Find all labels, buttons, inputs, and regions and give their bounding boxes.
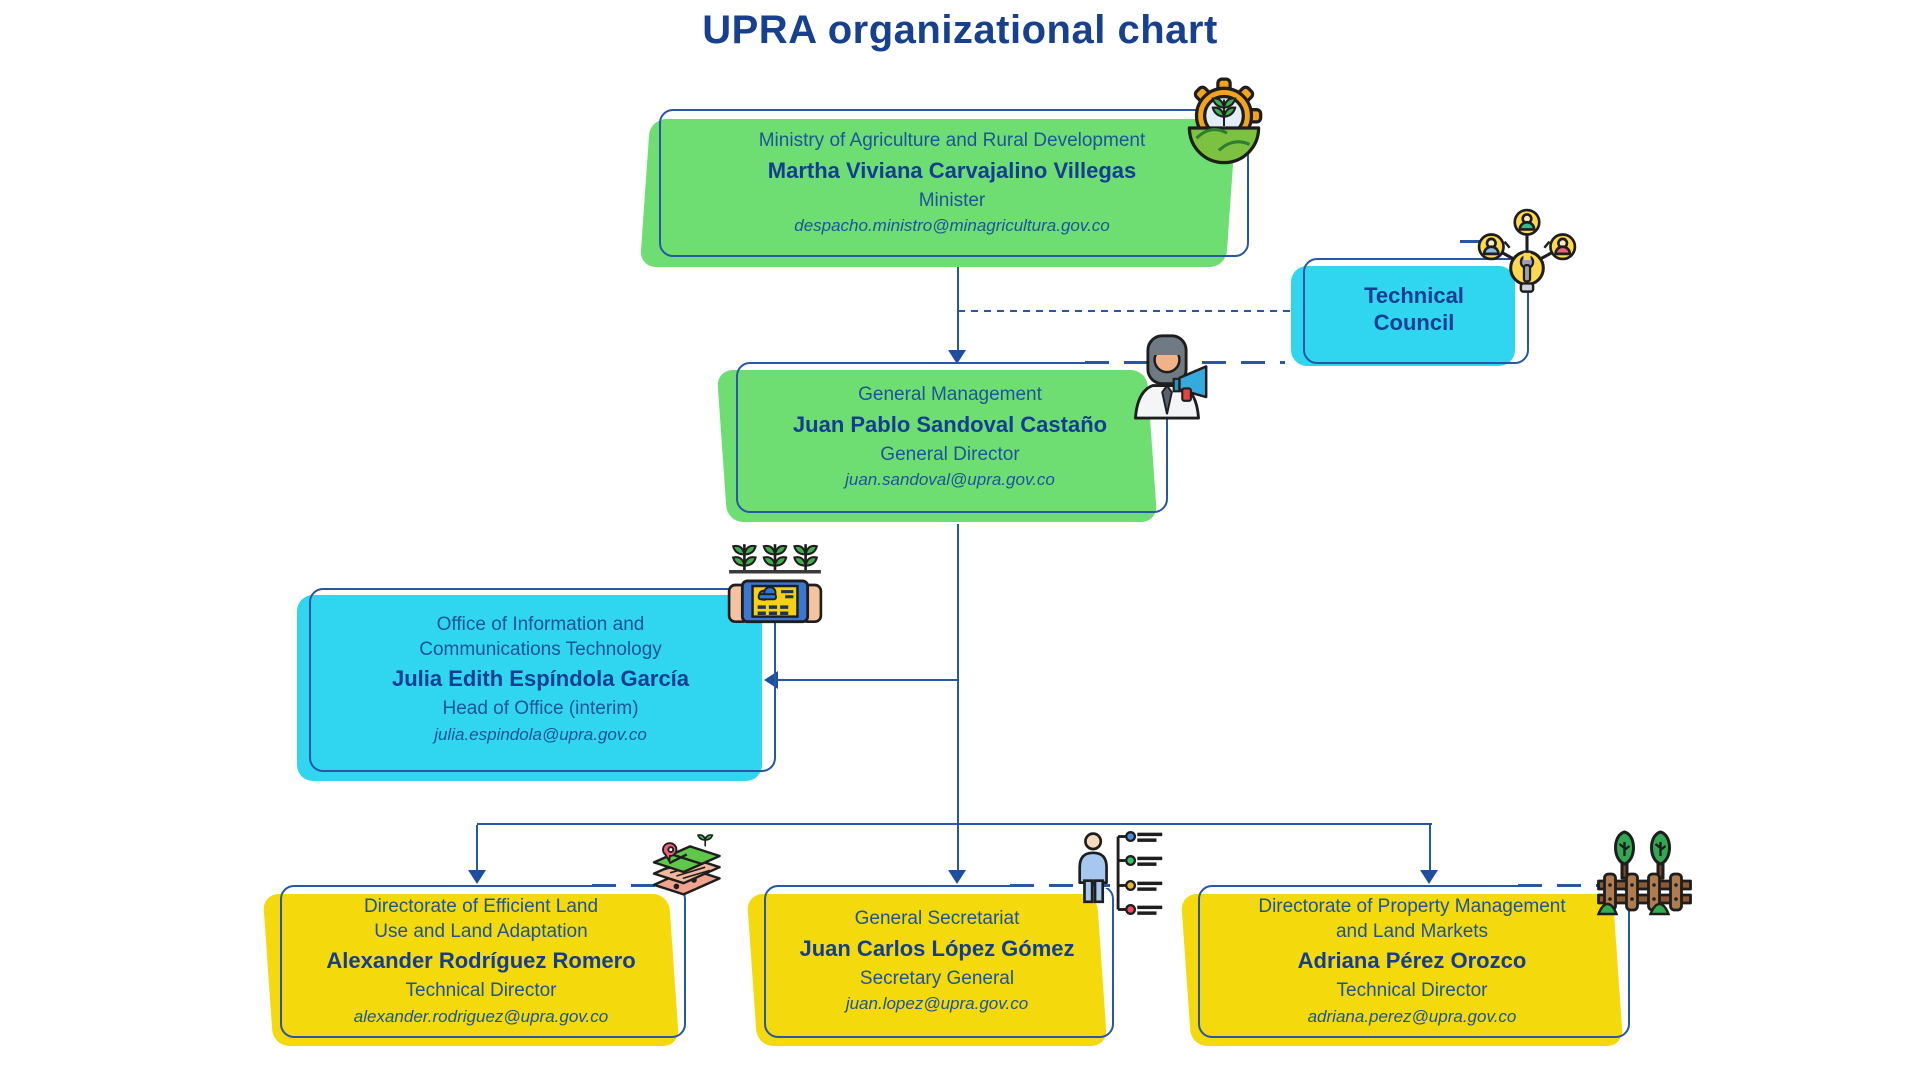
node-outline	[1303, 258, 1529, 364]
ministry-email: despacho.ministro@minagricultura.gov.co	[794, 216, 1110, 236]
arrowhead-right-box	[1420, 870, 1438, 884]
node-outline	[764, 885, 1114, 1038]
ict-email: julia.espindola@upra.gov.co	[434, 724, 647, 744]
person-tasks-icon	[1072, 824, 1168, 922]
technical-council-label: Technical Council	[1364, 282, 1464, 336]
dash-decor-secretariat	[1010, 884, 1110, 887]
connector-bottom-rail	[477, 823, 1432, 825]
ministry-name: Martha Viviana Carvajalino Villegas	[767, 158, 1137, 184]
secretariat-dept: General Secretariat	[854, 908, 1020, 930]
node-property-directorate: Directorate of Property Management and L…	[1180, 880, 1640, 1052]
connector-gm-spine	[957, 524, 959, 825]
connector-technical-council	[958, 310, 1292, 312]
node-outline	[280, 885, 686, 1038]
fence-trees-icon	[1592, 828, 1698, 918]
node-technical-council: Technical Council	[1291, 254, 1531, 372]
gm-dept: General Management	[858, 384, 1042, 406]
node-fill	[297, 595, 762, 781]
node-land-use-directorate: Directorate of Efficient Land Use and La…	[262, 880, 696, 1052]
dash-decor-property	[1518, 884, 1622, 887]
secretariat-email: juan.lopez@upra.gov.co	[845, 994, 1029, 1014]
ict-name: Julia Edith Espíndola García	[391, 666, 690, 692]
node-outline	[736, 362, 1168, 513]
dash-decor-technical-council	[1460, 240, 1486, 243]
property-email: adriana.perez@upra.gov.co	[1307, 1006, 1517, 1026]
arrowhead-middle-box	[948, 870, 966, 884]
arrowhead-left-box	[468, 870, 486, 884]
property-role: Technical Director	[1336, 979, 1488, 1001]
node-general-secretariat: General Secretariat Juan Carlos López Gó…	[746, 880, 1124, 1052]
node-outline	[1198, 885, 1630, 1038]
node-outline	[309, 588, 776, 772]
landuse-dept: Directorate of Efficient Land Use and La…	[363, 896, 599, 942]
landuse-name: Alexander Rodríguez Romero	[326, 948, 636, 974]
page-title: UPRA organizational chart	[702, 8, 1218, 52]
connector-ministry-gm	[957, 252, 959, 352]
arrowhead-gm	[948, 350, 966, 364]
node-ict-office: Office of Information and Communications…	[297, 583, 783, 785]
property-name: Adriana Pérez Orozco	[1297, 948, 1527, 974]
announcer-person-icon	[1124, 330, 1210, 422]
landuse-email: alexander.rodriguez@upra.gov.co	[353, 1006, 609, 1026]
node-ministry: Ministry of Agriculture and Rural Develo…	[639, 105, 1249, 271]
farm-tablet-icon	[724, 532, 826, 638]
property-dept: Directorate of Property Management and L…	[1258, 896, 1566, 942]
node-fill	[1291, 266, 1515, 366]
landuse-role: Technical Director	[405, 979, 557, 1001]
gm-role: General Director	[880, 443, 1020, 465]
ministry-dept: Ministry of Agriculture and Rural Develo…	[758, 130, 1146, 152]
land-layers-icon	[640, 832, 732, 912]
node-general-management: General Management Juan Pablo Sandoval C…	[716, 357, 1170, 527]
connector-drop-right	[1429, 825, 1431, 872]
connector-drop-left	[476, 825, 478, 872]
gm-name: Juan Pablo Sandoval Castaño	[792, 412, 1108, 438]
ict-role: Head of Office (interim)	[442, 697, 639, 719]
connector-drop-middle	[957, 825, 959, 872]
gm-email: juan.sandoval@upra.gov.co	[845, 470, 1055, 490]
secretariat-name: Juan Carlos López Gómez	[799, 936, 1075, 962]
agriculture-gear-icon	[1168, 70, 1280, 184]
ict-dept: Office of Information and Communications…	[419, 614, 662, 660]
ministry-role: Minister	[918, 189, 986, 211]
secretariat-role: Secretary General	[859, 967, 1015, 989]
team-tools-icon	[1476, 208, 1578, 312]
node-outline	[659, 109, 1249, 257]
dash-decor-landuse	[592, 884, 692, 887]
connector-ict-branch	[777, 679, 958, 681]
